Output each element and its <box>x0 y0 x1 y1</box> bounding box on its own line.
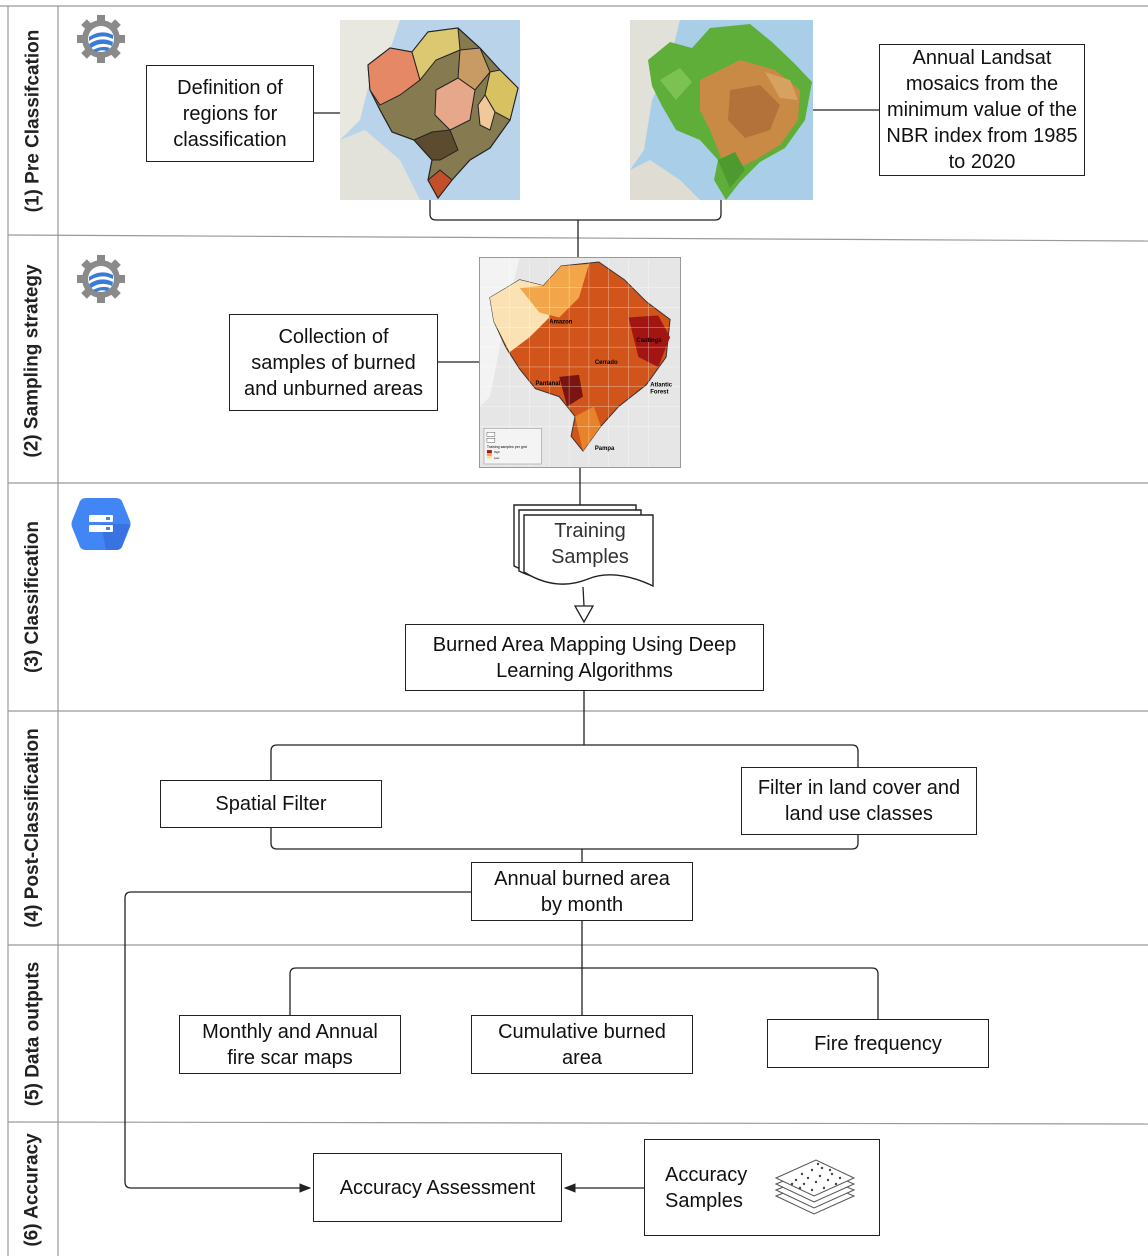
hollow-arrowhead <box>573 605 595 624</box>
earth-engine-gear-icon <box>77 255 125 303</box>
training-samples-document-stack <box>513 504 654 588</box>
training-samples-label: Training Samples <box>551 520 629 568</box>
stacked-sample-grid-icon <box>774 1159 856 1215</box>
map-label-pampa: Pampa <box>595 446 615 452</box>
legend-high: High <box>494 450 500 454</box>
map-label-cerrado: Cerrado <box>595 360 618 366</box>
lane-label-data-outputs: (5) Data outputs <box>22 961 44 1107</box>
map-label-forest: Forest <box>650 390 668 396</box>
regions-definition-box: Definition of regions for classification <box>146 65 314 162</box>
landsat-mosaic-image <box>630 20 813 200</box>
lane-label-sampling-strategy: (2) Sampling strategy <box>22 263 43 458</box>
map-label-pantanal: Pantanal <box>535 381 560 387</box>
sampling-grid-map-image: Amazon Caatinga Cerrado Pantanal Atlanti… <box>479 257 681 468</box>
deep-learning-mapping-box: Burned Area Mapping Using Deep Learning … <box>405 624 764 691</box>
lane-label-post-classification: (4) Post-Classification <box>22 728 44 928</box>
lane-label-pre-classification: (1) Pre Classifcation <box>22 29 44 212</box>
annual-burned-area-box: Annual burned area by month <box>471 862 693 921</box>
map-label-amazon: Amazon <box>549 319 572 325</box>
legend-low: Low <box>494 456 500 460</box>
earth-engine-gear-icon <box>77 15 125 63</box>
lane-label-accuracy: (6) Accuracy <box>22 1132 44 1247</box>
cloud-storage-hexagon-icon <box>71 498 131 550</box>
regions-map-image <box>340 20 520 200</box>
landsat-mosaics-box: Annual Landsat mosaics from the minimum … <box>879 44 1085 176</box>
accuracy-assessment-box: Accuracy Assessment <box>313 1153 562 1222</box>
fire-scar-maps-box: Monthly and Annual fire scar maps <box>179 1015 401 1074</box>
sample-collection-box: Collection of samples of burned and unbu… <box>229 314 438 411</box>
lane-label-classification: (3) Classification <box>22 520 44 674</box>
map-label-atlantic: Atlantic <box>650 383 672 389</box>
landcover-filter-box: Filter in land cover and land use classe… <box>741 767 977 835</box>
accuracy-samples-label: Accuracy Samples <box>665 1163 748 1212</box>
flow-connectors <box>124 109 880 1193</box>
spatial-filter-box: Spatial Filter <box>160 780 382 828</box>
fire-frequency-box: Fire frequency <box>767 1019 989 1068</box>
legend-title: Training samples per grid <box>487 445 527 449</box>
map-label-caatinga: Caatinga <box>636 338 662 344</box>
lane-dividers <box>0 5 1148 1256</box>
cumulative-burned-area-box: Cumulative burned area <box>471 1015 693 1074</box>
